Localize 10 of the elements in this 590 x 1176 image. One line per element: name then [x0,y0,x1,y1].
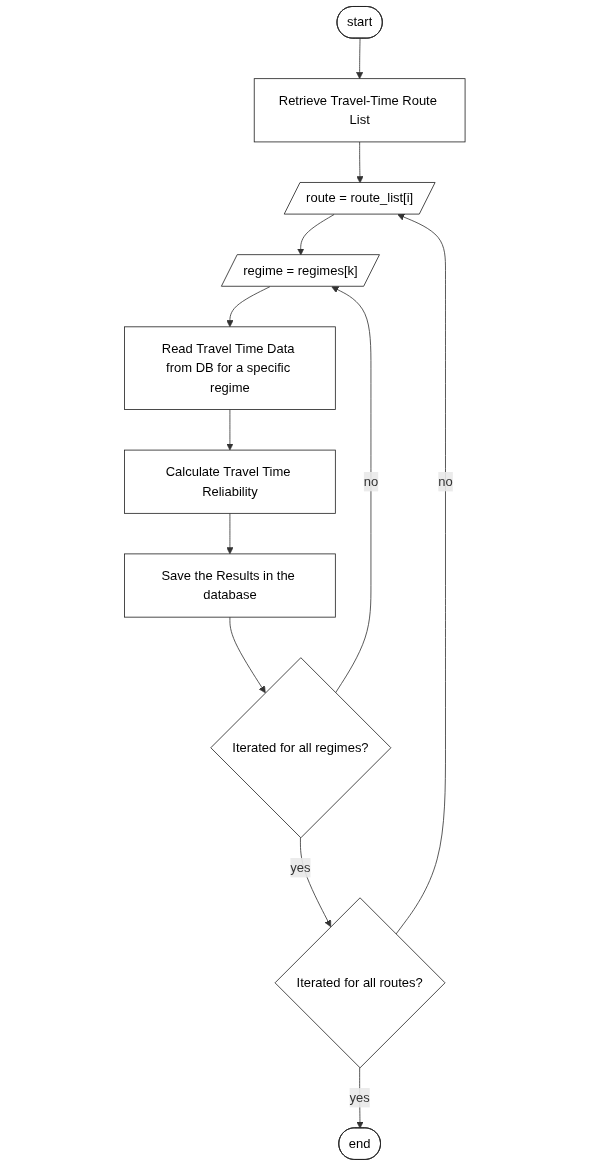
node-diamond: Iterated for all routes? [274,897,446,1069]
node-box: Read Travel Time Data from DB for a specific regime [124,326,336,410]
node-box: Save the Results in the database [124,553,336,618]
edge-label: no [438,474,453,489]
node-diamond: Iterated for all regimes? [210,657,392,839]
edge-label: no [363,474,379,489]
node-box: Retrieve Travel-Time Route List [254,78,466,143]
edge-label: yes [290,860,311,875]
edge-label: yes [349,1090,370,1105]
node-box: Calculate Travel Time Reliability [124,449,336,514]
